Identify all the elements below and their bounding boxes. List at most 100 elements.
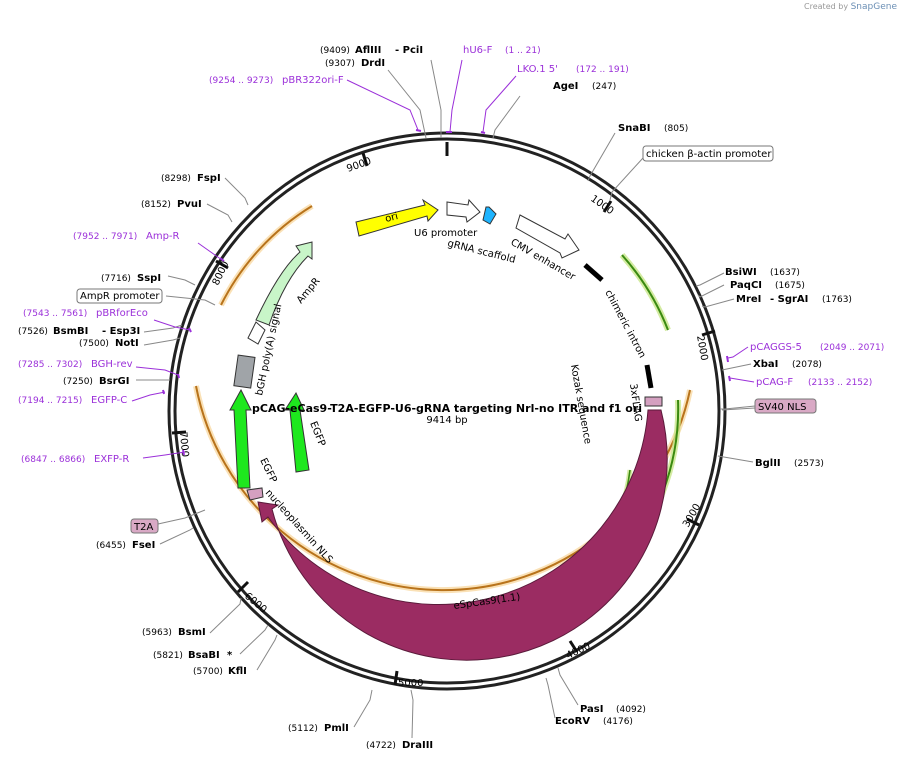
label-chimeric-intron: chimeric intron [602,288,647,360]
bgh-polya-block [233,354,256,389]
label-egfp-1: EGFP [257,456,278,484]
box-sv40-nls: SV40 NLS [758,402,807,413]
enzyme-star: * [227,650,233,661]
pos-pvui: (8152) [141,200,171,210]
enzyme-bsmi: BsmI [178,627,206,638]
enzyme-noti: NotI [115,338,139,349]
nucleoplasmin-nls-marker [246,487,264,501]
primer-ampr-pos: (7952 .. 7971) [73,232,137,242]
enzyme-pvui: PvuI [177,199,202,210]
u6-promoter-arrow [446,198,481,223]
svg-text:(9409): (9409) [320,46,350,56]
enzyme-pmli: PmlI [324,723,349,734]
ori-arrow [355,198,439,237]
3xflag-block [644,396,663,407]
primer-ampr: Amp-R [146,231,180,242]
pos-bglii: (2573) [794,459,824,469]
backbone-inner [173,137,721,685]
pos-noti: (7500) [79,339,109,349]
enzyme-afliii: AflIII [355,45,381,56]
label-ori: ori [384,211,399,225]
enzyme-ecorv: EcoRV [555,716,590,727]
pos-pasi: (4092) [616,705,646,715]
enzyme-agei: AgeI [553,81,578,92]
plasmid-length: 9414 bp [426,415,467,426]
cmv-enhancer-arrow [515,214,580,259]
pos-sgrai: (1763) [822,295,852,305]
enzyme-pcii: - PciI [395,45,423,56]
tick-7000: 7000 [177,431,190,457]
pos-snabi: (805) [664,124,688,134]
primer-marks [162,129,731,456]
enzyme-sgrai: - SgrAI [770,294,808,305]
label-3xflag: 3xFLAG [627,383,643,422]
enzyme-fspi: FspI [197,173,221,184]
egfp-arrow-1 [229,388,252,489]
tick-5000: 5000 [398,678,423,689]
primer-pcaggs5: pCAGGS-5 [750,342,802,353]
chimeric-intron-bar [583,263,604,282]
pos-paqci: (1675) [775,281,805,291]
primer-egfpc-pos: (7194 .. 7215) [18,396,82,406]
primer-lko1-pos: (172 .. 191) [576,65,629,75]
pos-bsrgi: (7250) [63,377,93,387]
primer-exfpr: EXFP-R [94,454,129,465]
tick-1000: 1000 [588,193,615,217]
enzyme-bsrgi: BsrGI [99,376,129,387]
label-ampr: AmpR [295,276,323,306]
label-egfp-2: EGFP [307,420,327,448]
primer-pbr322-pos: (9254 .. 9273) [209,76,273,86]
pos-bsabi: (5821) [153,651,183,661]
primer-bghrev: BGH-rev [91,359,133,370]
primer-pcagf-pos: (2133 .. 2152) [808,378,872,388]
ampr-arrow [255,241,313,326]
primer-hu6f: hU6-F [463,45,493,56]
pos-sspi: (7716) [101,274,131,284]
pos-fsei: (6455) [96,541,126,551]
box-chicken-actin: chicken β-actin promoter [646,149,772,160]
primer-pcaggs5-pos: (2049 .. 2071) [820,343,884,353]
enzyme-kfli: KflI [228,666,247,677]
label-u6-promoter: U6 promoter [414,228,478,239]
pos-xbai: (2078) [792,360,822,370]
egfp-arrow-2 [284,391,310,473]
enzyme-sspi: SspI [137,273,161,284]
primer-pcagf: pCAG-F [756,377,793,388]
enzyme-bglii: BglII [755,458,781,469]
tick-marks [171,142,716,686]
enzyme-leaders [136,59,756,739]
snapgene-credit: Created by SnapGene [804,2,897,12]
pos-ecorv: (4176) [603,717,633,727]
box-ampr-promoter: AmpR promoter [80,291,160,302]
primer-leaders [131,59,755,459]
primer-egfpc: EGFP-C [91,395,127,406]
primer-exfpr-pos: (6847 .. 6866) [21,455,85,465]
pos-bsiwi: (1637) [770,268,800,278]
enzyme-fsei: FseI [132,540,155,551]
primer-pbr322: pBR322ori-F [282,75,344,86]
pos-bsmbi: (7526) [18,327,48,337]
kozak-bar [644,364,654,389]
label-grna-scaffold: gRNA scaffold [446,238,516,266]
enzyme-srei: MreI [736,294,761,305]
pos-kfli: (5700) [193,667,223,677]
primer-pbrforeco-pos: (7543 .. 7561) [23,309,87,319]
enzyme-bsabi: BsaBI [188,650,220,661]
feature-leaders [157,157,756,525]
primer-bghrev-pos: (7285 .. 7302) [18,360,82,370]
enzyme-esp3i: - Esp3I [102,326,140,337]
enzyme-snabi: SnaBI [618,123,650,134]
primer-pbrforeco: pBRforEco [96,308,148,319]
enzyme-drdi: DrdI [361,58,385,69]
primer-labels: hU6-F (1 .. 21) LKO.1 5' (172 .. 191) (9… [18,45,884,465]
tick-4000: 4000 [565,641,593,662]
enzyme-bsmbi: BsmBI [53,326,88,337]
pos-pmli: (5112) [288,724,318,734]
primer-hu6f-pos: (1 .. 21) [505,46,541,56]
pos-bsmi: (5963) [142,628,172,638]
enzyme-bsiwi: BsiWI [725,267,757,278]
tick-2000: 2000 [694,335,709,362]
enzyme-paqci: PaqCI [730,280,762,291]
pos-drdi: (9307) [325,59,355,69]
